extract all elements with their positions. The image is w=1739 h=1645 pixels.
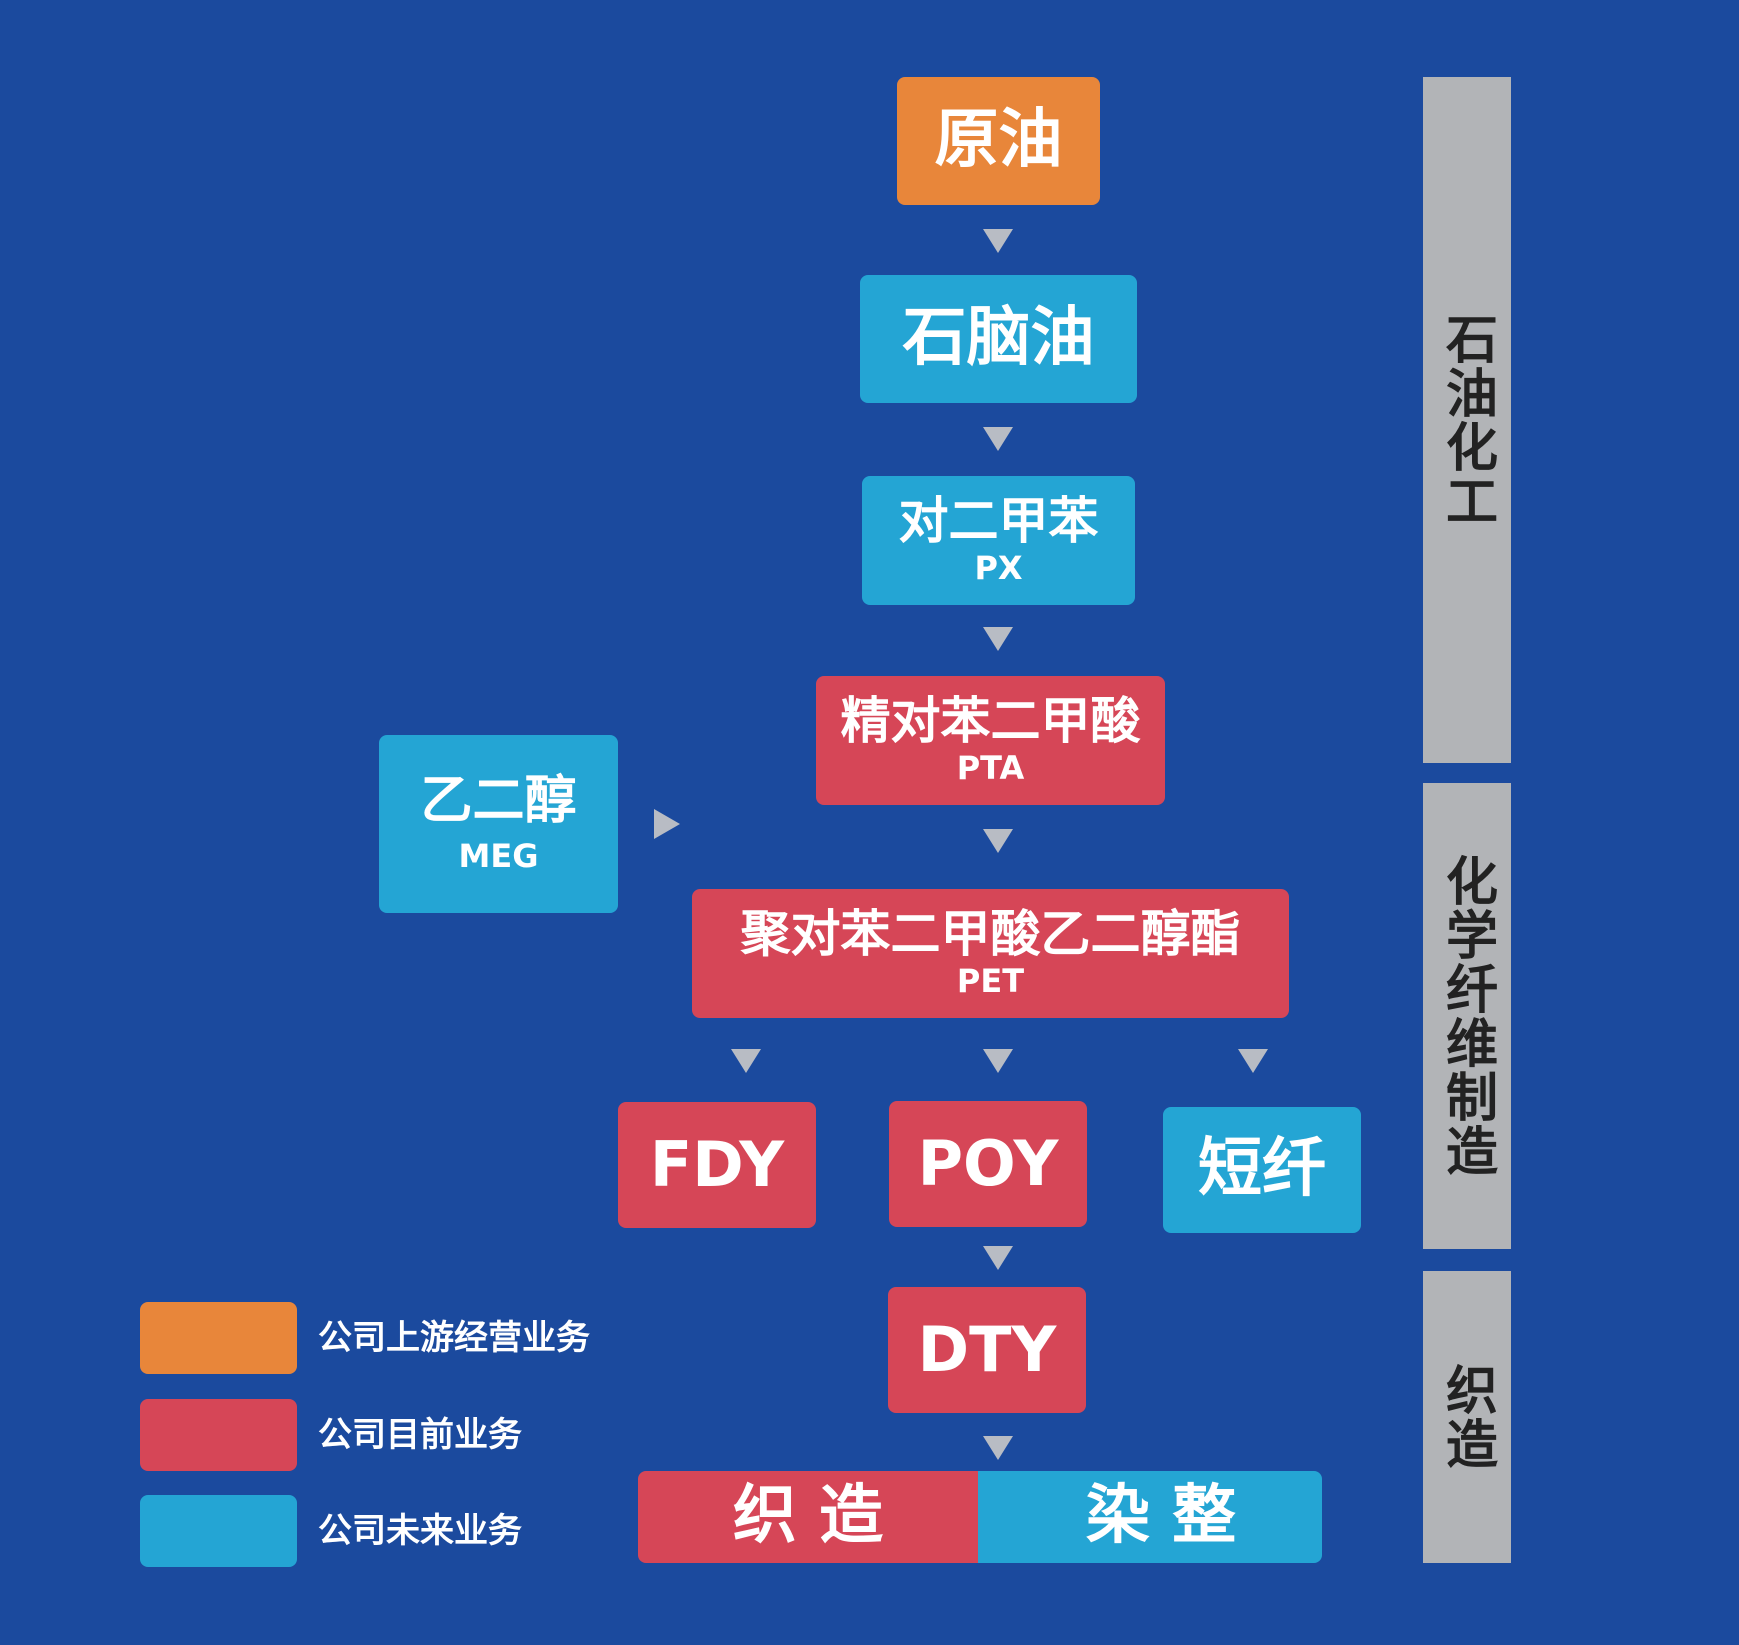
- arrow-down-icon: [983, 1436, 1013, 1460]
- arrow-down-icon: [983, 1049, 1013, 1073]
- node-dyeing: 染 整: [960, 1471, 1322, 1563]
- node-dty: DTY: [888, 1287, 1086, 1413]
- legend-swatch-upstream: [140, 1302, 297, 1374]
- node-poy: POY: [889, 1101, 1087, 1227]
- side-section-petrochemical: 石油化工: [1423, 77, 1511, 763]
- node-sublabel: PTA: [956, 749, 1025, 788]
- arrow-down-icon: [983, 229, 1013, 253]
- legend-label-future: 公司未来业务: [318, 1511, 522, 1551]
- node-sublabel: MEG: [458, 836, 539, 875]
- node-label: FDY: [649, 1128, 785, 1202]
- node-label: 精对苯二甲酸: [840, 691, 1141, 750]
- node-label: 聚对苯二甲酸乙二醇酯: [740, 904, 1241, 963]
- arrow-down-icon: [983, 427, 1013, 451]
- node-label: DTY: [917, 1313, 1057, 1387]
- node-fdy: FDY: [618, 1102, 816, 1228]
- node-sublabel: PX: [974, 549, 1023, 588]
- side-section-label: 织造: [1436, 1363, 1497, 1471]
- node-pet: 聚对苯二甲酸乙二醇酯 PET: [692, 889, 1289, 1018]
- legend-swatch-current: [140, 1399, 297, 1471]
- node-naphtha: 石脑油: [860, 275, 1137, 403]
- node-crude-oil: 原油: [897, 77, 1100, 205]
- arrow-down-icon: [983, 1246, 1013, 1270]
- node-label: 石脑油: [902, 301, 1095, 376]
- node-label: 织 造: [732, 1479, 884, 1554]
- side-section-label: 石油化工: [1436, 312, 1497, 528]
- node-staple-fiber: 短纤: [1163, 1107, 1361, 1233]
- node-weaving: 织 造: [638, 1471, 978, 1563]
- node-meg: 乙二醇 MEG: [379, 735, 618, 913]
- arrow-down-icon: [983, 627, 1013, 651]
- side-section-label: 化学纤维制造: [1436, 854, 1497, 1178]
- node-px: 对二甲苯 PX: [862, 476, 1135, 605]
- legend-swatch-future: [140, 1495, 297, 1567]
- legend-label-current: 公司目前业务: [318, 1415, 522, 1455]
- arrow-down-icon: [983, 829, 1013, 853]
- node-label: 短纤: [1198, 1132, 1326, 1207]
- node-pta: 精对苯二甲酸 PTA: [816, 676, 1165, 805]
- arrow-down-icon: [731, 1049, 761, 1073]
- node-label: 对二甲苯: [898, 491, 1099, 550]
- node-label: 染 整: [1085, 1479, 1237, 1554]
- side-section-chemical-fiber: 化学纤维制造: [1423, 783, 1511, 1249]
- arrow-right-icon: [654, 809, 680, 839]
- node-label: 乙二醇: [420, 771, 577, 832]
- node-label: POY: [917, 1127, 1059, 1201]
- side-section-weaving: 织造: [1423, 1271, 1511, 1563]
- legend-label-upstream: 公司上游经营业务: [318, 1318, 590, 1358]
- arrow-down-icon: [1238, 1049, 1268, 1073]
- node-label: 原油: [934, 103, 1063, 178]
- node-sublabel: PET: [956, 962, 1025, 1001]
